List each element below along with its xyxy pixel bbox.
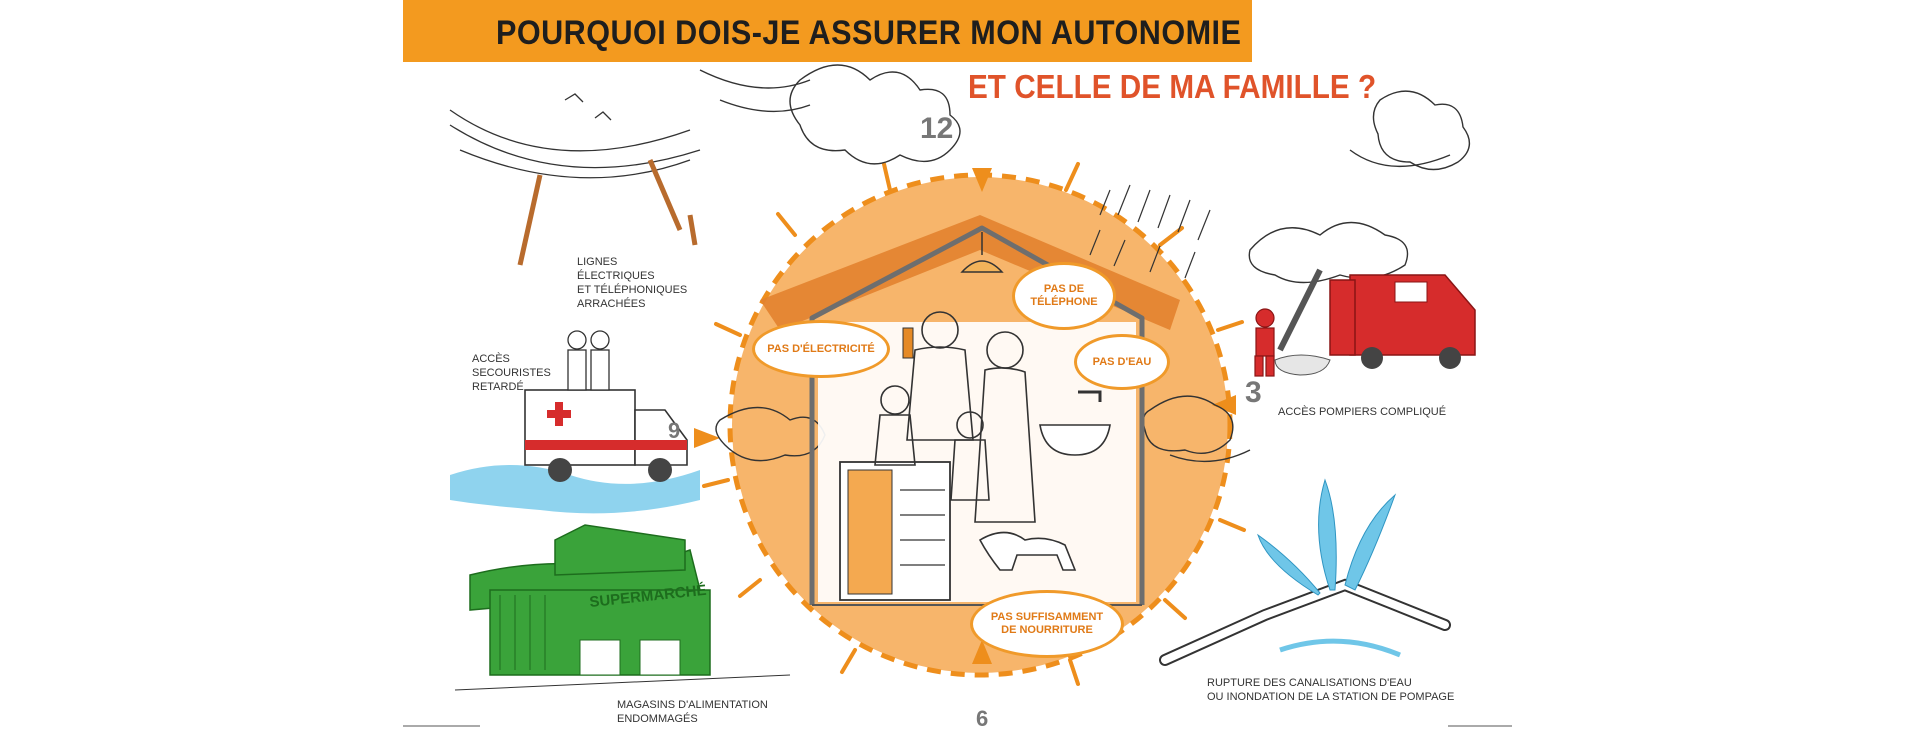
power-lines	[449, 93, 701, 266]
clock-number-9: 9	[668, 418, 681, 443]
ambulance-body	[524, 389, 636, 466]
bubble-telephone-line1: PAS DE	[1043, 283, 1085, 295]
caption-magasins-line: MAGASINS D'ALIMENTATION	[617, 699, 768, 711]
caption-canalisations-line: RUPTURE DES CANALISATIONS D'EAU	[1207, 677, 1412, 689]
water-spray	[1257, 478, 1397, 596]
caption-lignes-line: ARRACHÉES	[577, 298, 646, 310]
sun-rays	[702, 162, 1246, 686]
caption-lignes-line: ÉLECTRIQUES	[577, 270, 655, 282]
faucet	[1078, 390, 1102, 402]
page-title: POURQUOI DOIS-JE ASSURER MON AUTONOMIE	[496, 14, 1242, 52]
firefighter	[1254, 308, 1275, 377]
caption-magasins: MAGASINS D'ALIMENTATION ENDOMMAGÉS	[617, 698, 768, 726]
caption-secours-line: RETARDÉ	[472, 381, 524, 393]
page-subtitle: ET CELLE DE MA FAMILLE ?	[968, 68, 1377, 105]
rain-lines	[1089, 184, 1211, 279]
caption-lignes-line: LIGNES	[577, 256, 618, 268]
bubble-telephone: PAS DE TÉLÉPHONE	[1012, 262, 1116, 330]
ambulance	[450, 330, 700, 514]
fridge	[839, 461, 951, 601]
bubble-nourriture-line2: DE NOURRITURE	[1001, 624, 1093, 636]
bubble-electricite-text: PAS D'ÉLECTRICITÉ	[767, 342, 875, 355]
tick-3	[1212, 395, 1236, 415]
burst-pipe	[1159, 478, 1451, 666]
fire-truck	[1248, 221, 1476, 377]
clock-number-3: 3	[1245, 376, 1262, 409]
bubble-eau-text: PAS D'EAU	[1092, 355, 1152, 368]
fallen-tree-canopy	[1248, 221, 1409, 284]
caption-pompiers: ACCÈS POMPIERS COMPLIQUÉ	[1278, 406, 1447, 418]
caption-magasins-line: ENDOMMAGÉS	[617, 713, 698, 725]
caption-canalisations-line: OU INONDATION DE LA STATION DE POMPAGE	[1207, 691, 1455, 703]
tick-6	[972, 640, 992, 664]
family	[874, 311, 1036, 523]
bubble-nourriture-line1: PAS SUFFISAMMENT	[990, 611, 1104, 623]
bubble-nourriture: PAS SUFFISAMMENT DE NOURRITURE	[970, 590, 1124, 658]
title-banner	[403, 0, 1252, 62]
clock-number-12: 12	[920, 112, 954, 145]
lamp	[960, 260, 1004, 273]
tick-9	[694, 428, 720, 448]
dog	[978, 531, 1077, 571]
flood-water	[450, 465, 700, 514]
caption-secours: ACCÈS SECOURISTES RETARDÉ	[472, 352, 551, 394]
caption-secours-line: ACCÈS	[472, 353, 510, 365]
sink	[1039, 424, 1111, 456]
bubble-telephone-line2: TÉLÉPHONE	[1030, 296, 1098, 308]
caption-secours-line: SECOURISTES	[472, 367, 551, 379]
clock-number-6: 6	[976, 706, 989, 731]
caption-lignes: LIGNES ÉLECTRIQUES ET TÉLÉPHONIQUES ARRA…	[577, 255, 687, 311]
bubble-electricite: PAS D'ÉLECTRICITÉ	[752, 320, 890, 378]
walkie-talkie	[902, 327, 914, 359]
caption-canalisations: RUPTURE DES CANALISATIONS D'EAU OU INOND…	[1207, 676, 1454, 704]
caption-lignes-line: ET TÉLÉPHONIQUES	[577, 284, 688, 296]
house-outline	[809, 225, 1145, 605]
supermarket: SUPERMARCHÉ	[454, 524, 791, 691]
tick-12	[972, 168, 992, 192]
bubble-eau: PAS D'EAU	[1074, 334, 1170, 390]
